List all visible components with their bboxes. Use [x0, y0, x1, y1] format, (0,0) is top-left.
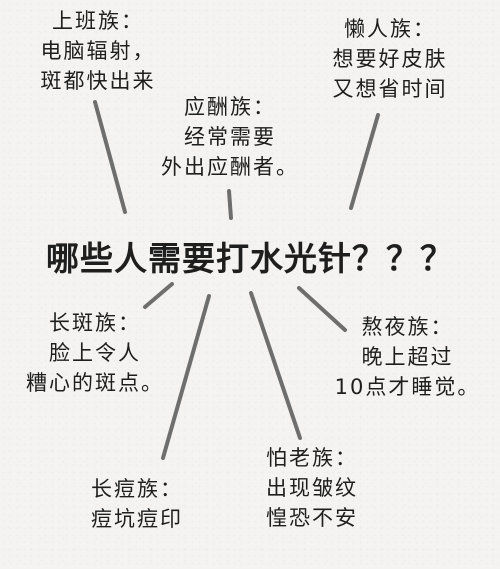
- node-office-line-2: 斑都快出来: [40, 69, 156, 93]
- node-nightowl: 熬夜族： 晚上超过 10点才睡觉。: [320, 312, 495, 402]
- connector-freckle: [143, 282, 174, 309]
- node-lazy-line-2: 又想省时间: [332, 77, 448, 101]
- connector-social: [227, 189, 233, 220]
- connector-office: [93, 100, 127, 214]
- node-nightowl-title: 熬夜族：: [361, 315, 454, 339]
- node-acne-line-1: 痘坑痘印: [91, 507, 183, 531]
- node-social-title: 应酬族：: [184, 95, 276, 119]
- center-question: 哪些人需要打水光针？？？: [46, 239, 454, 278]
- connector-lazy: [349, 113, 380, 210]
- node-social: 应酬族： 经常需要 外出应酬者。: [145, 92, 315, 182]
- node-wrinkle-title: 怕老族：: [266, 446, 358, 470]
- node-lazy-title: 懒人族：: [344, 17, 436, 41]
- node-freckle-line-2: 糟心的斑点。: [26, 371, 164, 395]
- connector-acne: [161, 294, 211, 460]
- node-office-title: 上班族：: [52, 9, 144, 33]
- node-social-line-2: 外出应酬者。: [161, 155, 299, 179]
- node-freckle: 长斑族： 脸上令人 糟心的斑点。: [10, 308, 180, 398]
- node-acne-title: 长痘族：: [91, 477, 183, 501]
- node-lazy-line-1: 想要好皮肤: [332, 47, 448, 71]
- node-social-line-1: 经常需要: [184, 125, 276, 149]
- node-acne: 长痘族： 痘坑痘印: [62, 474, 212, 534]
- node-lazy: 懒人族： 想要好皮肤 又想省时间: [300, 14, 480, 104]
- node-office: 上班族： 电脑辐射， 斑都快出来: [8, 6, 188, 96]
- node-nightowl-line-1: 晚上超过: [361, 345, 454, 369]
- node-wrinkle-line-2: 惶恐不安: [266, 506, 358, 530]
- connector-wrinkle: [249, 291, 302, 440]
- node-freckle-title: 长斑族：: [49, 311, 141, 335]
- node-wrinkle: 怕老族： 出现皱纹 惶恐不安: [232, 443, 392, 533]
- node-freckle-line-1: 脸上令人: [49, 341, 141, 365]
- connector-nightowl: [297, 286, 347, 332]
- node-wrinkle-line-1: 出现皱纹: [266, 476, 358, 500]
- node-nightowl-line-2: 10点才睡觉。: [334, 375, 481, 399]
- node-office-line-1: 电脑辐射，: [40, 39, 156, 63]
